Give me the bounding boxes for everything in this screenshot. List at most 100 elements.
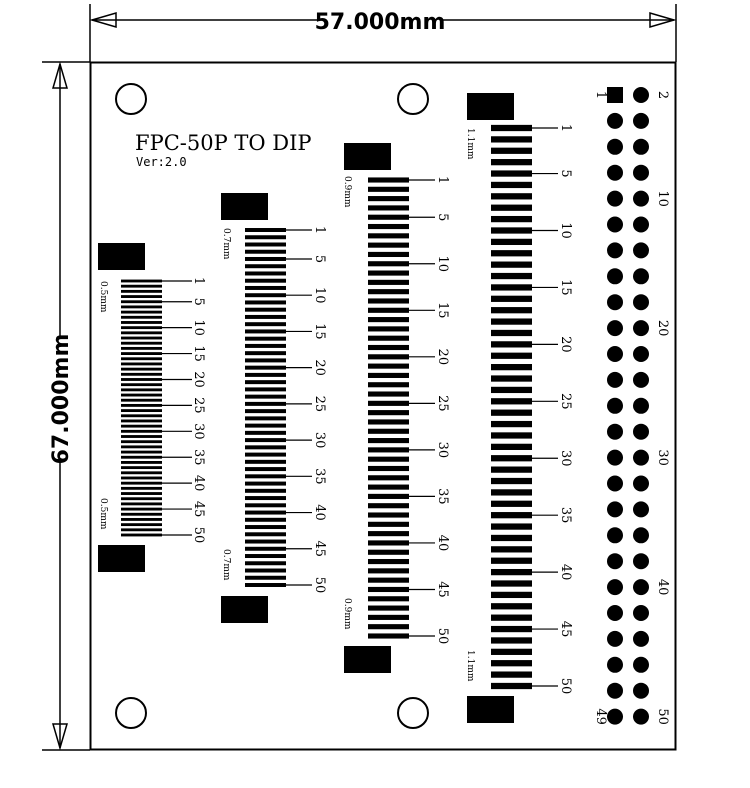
width-dimension: 57.000mm <box>89 4 677 62</box>
fpc-pin <box>368 326 409 332</box>
fpc-pin <box>491 398 532 405</box>
dip-pin-odd <box>607 346 623 362</box>
fpc-pin <box>245 416 286 421</box>
fpc-pin <box>121 284 162 288</box>
dip-pin-even <box>633 242 649 259</box>
fpc-pin <box>491 568 532 576</box>
fpc-pin <box>491 364 532 371</box>
pin-number-label: 30 <box>191 423 206 440</box>
fpc-pin <box>491 261 532 268</box>
fpc-pin <box>121 461 162 464</box>
dip-pin-1-square <box>607 87 623 103</box>
fpc-pin <box>368 317 409 323</box>
dip-pin-even <box>633 87 649 103</box>
fpc-pin <box>245 278 286 283</box>
fpc-pin <box>245 285 286 290</box>
fpc-pin <box>245 314 286 319</box>
fpc-pin <box>121 362 162 366</box>
fpc-pin <box>491 238 532 246</box>
fpc-pin <box>368 596 409 602</box>
fpc-pin <box>491 682 532 690</box>
fpc-pin <box>368 475 409 481</box>
arrow-up-icon <box>52 61 68 89</box>
fpc-pin <box>491 455 532 462</box>
fpc-pin <box>121 476 162 480</box>
pin-number-label: 40 <box>435 535 450 552</box>
pin-number-label: 30 <box>312 432 327 449</box>
fpc-pin <box>121 372 162 376</box>
pin-number-label: 40 <box>558 564 573 581</box>
fpc-pin <box>245 438 286 443</box>
fpc-pin <box>491 409 532 416</box>
arrow-left-icon <box>89 12 117 28</box>
fpc-pin <box>368 186 409 192</box>
fpc-pin <box>368 261 409 267</box>
pitch-label-top: 0.7mm <box>221 228 231 260</box>
dip-pin-odd <box>607 449 623 466</box>
fpc-pin <box>245 300 286 305</box>
fpc-pin <box>491 170 532 177</box>
pin-number-label: 20 <box>312 359 327 376</box>
fpc-pin <box>121 398 162 402</box>
fpc-pin <box>245 503 286 508</box>
fpc-pin <box>245 546 286 551</box>
fpc-pin <box>491 637 532 644</box>
dip-pin-odd <box>607 138 623 155</box>
mounting-hole-top-center <box>397 83 429 115</box>
dip-pin-odd <box>607 501 623 518</box>
fpc-pin <box>245 583 286 587</box>
fpc-pin <box>491 307 532 314</box>
dip-pin-even <box>633 346 649 362</box>
pin-number-label: 50 <box>312 577 327 594</box>
fpc-pin <box>121 367 162 371</box>
fpc-pin <box>491 386 532 394</box>
fpc-pin <box>491 420 532 428</box>
fpc-pin <box>491 124 532 132</box>
fpc-pin <box>121 346 162 350</box>
fpc-pin <box>245 539 286 544</box>
fpc-pin <box>121 305 162 309</box>
fpc-pin <box>368 484 409 490</box>
pin-number-label: 15 <box>312 323 327 340</box>
fpc-pin <box>121 440 162 444</box>
fpc-pin <box>491 352 532 359</box>
fpc-pin <box>121 289 162 293</box>
fpc-pin <box>245 423 286 428</box>
fpc-pin <box>121 336 162 340</box>
fpc-pin <box>121 492 162 495</box>
fpc-pin <box>121 388 162 392</box>
pitch-label-top: 0.5mm <box>98 281 108 313</box>
fpc-pin <box>245 532 286 537</box>
fpc-pin <box>121 523 162 527</box>
fpc-pin <box>491 284 532 291</box>
pin-number-label: 30 <box>435 442 450 459</box>
fpc-pin <box>121 512 162 516</box>
dip-pin-even <box>633 708 649 725</box>
fpc-pin <box>245 293 286 298</box>
fpc-pin <box>245 372 286 377</box>
fpc-pin <box>245 235 286 240</box>
dip-pin-even <box>633 423 649 440</box>
fpc-pin <box>491 523 532 530</box>
fpc-pin <box>245 387 286 392</box>
pin-number-label: 45 <box>312 541 327 558</box>
dip-pin-odd <box>607 656 623 673</box>
fpc-pin <box>121 481 162 485</box>
fpc-pin <box>245 496 286 501</box>
fpc-pin <box>368 382 409 388</box>
pin-number-label: 5 <box>558 169 573 177</box>
pin-number-label: 10 <box>191 319 206 336</box>
fpc-pin <box>121 321 162 324</box>
fpc-pin <box>368 465 409 472</box>
pitch-label-bottom: 0.5mm <box>98 498 108 530</box>
dip-pin-even <box>633 371 649 388</box>
fpc-pin <box>245 409 286 414</box>
fpc-pin <box>245 336 286 341</box>
fpc-pin <box>121 357 162 361</box>
pin-number-label: 10 <box>558 222 573 239</box>
fpc-pin <box>245 380 286 385</box>
fpc-pin <box>245 445 286 450</box>
fpc-pin <box>368 493 409 499</box>
